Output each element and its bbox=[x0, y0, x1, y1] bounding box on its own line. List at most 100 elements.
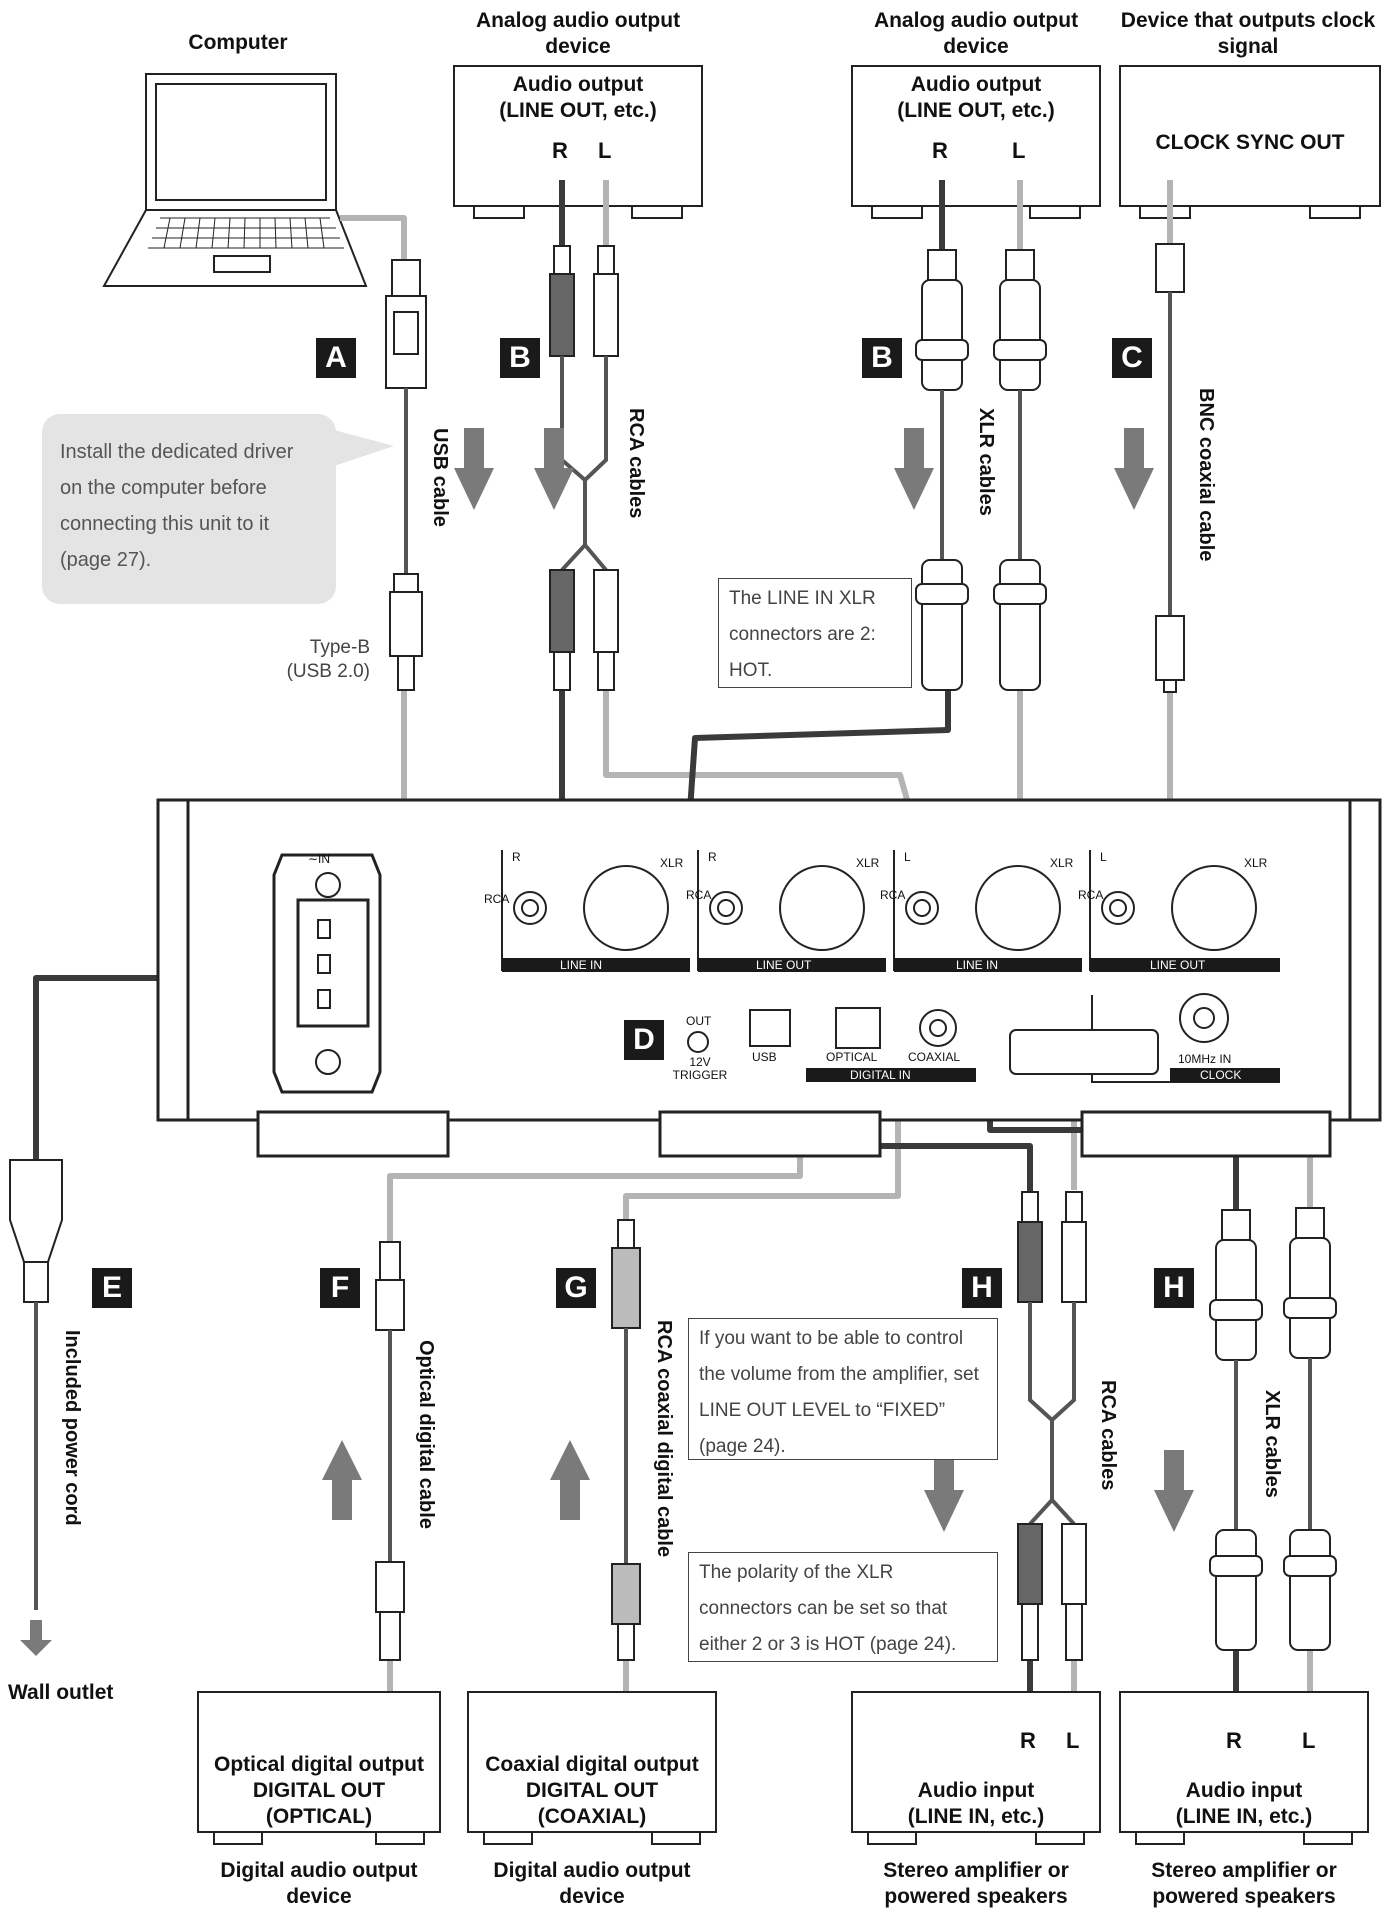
xlr-label: XLR bbox=[660, 856, 684, 870]
xlr-plug-pair-bottom-icon bbox=[1209, 1207, 1337, 1651]
badge-a: A bbox=[316, 338, 356, 378]
analog-output-device-title-2: Analog audio output device bbox=[873, 9, 1079, 58]
bnc-coaxial-cable-label: BNC coaxial cable bbox=[1195, 388, 1217, 562]
badge-h: H bbox=[962, 1268, 1002, 1308]
digital-in-label: DIGITAL IN bbox=[850, 1068, 911, 1082]
audio-input-label-1: Audio input (LINE IN, etc.) bbox=[907, 1779, 1045, 1828]
xlr-plug-pair-top-icon bbox=[915, 249, 1047, 691]
coaxial-output-device-box bbox=[467, 1691, 717, 1845]
channel-r-label: R bbox=[1020, 1728, 1036, 1753]
analog-output-device-title-1: Analog audio output device bbox=[475, 9, 681, 58]
usb-cable-label: USB cable bbox=[429, 428, 451, 527]
xlr-label: XLR bbox=[1050, 856, 1074, 870]
line-in-label: LINE IN bbox=[956, 958, 999, 972]
optical-plug-icon bbox=[375, 1241, 405, 1661]
channel-l-label: L bbox=[1012, 138, 1026, 163]
stereo-amplifier-box-1 bbox=[851, 1691, 1101, 1845]
digital-output-device-footer-2: Digital audio output device bbox=[493, 1859, 691, 1908]
computer-laptop bbox=[102, 73, 368, 287]
optical-cable-label: Optical digital cable bbox=[415, 1340, 437, 1529]
analog-output-device-1-box bbox=[453, 65, 703, 219]
digital-output-device-footer-1: Digital audio output device bbox=[220, 1859, 418, 1908]
badge-f: F bbox=[320, 1268, 360, 1308]
channel-l-label: L bbox=[1066, 1728, 1080, 1753]
clock-device-title: Device that outputs clock signal bbox=[1120, 9, 1376, 58]
rca-plug-pair-top-icon bbox=[549, 245, 619, 691]
arrow-down-icon bbox=[894, 428, 934, 510]
line-out-label: LINE OUT bbox=[1150, 958, 1206, 972]
computer-title: Computer bbox=[188, 31, 288, 54]
rca-plug-pair-bottom-icon bbox=[1017, 1191, 1087, 1661]
badge-c: C bbox=[1112, 338, 1152, 378]
rca-label: RCA bbox=[880, 888, 906, 902]
rca-cables-label-bottom: RCA cables bbox=[1097, 1380, 1119, 1491]
stereo-amplifier-footer-1: Stereo amplifier or powered speakers bbox=[883, 1859, 1069, 1908]
optical-output-device-box bbox=[197, 1691, 441, 1845]
rca-label: RCA bbox=[1078, 888, 1104, 902]
wall-outlet-label: Wall outlet bbox=[8, 1681, 114, 1704]
analog-output-device-2-box bbox=[851, 65, 1101, 219]
badge-b: B bbox=[500, 338, 540, 378]
clock-sync-out-label: CLOCK SYNC OUT bbox=[1155, 131, 1345, 154]
xlr-polarity-note: The polarity of the XLR connectors can b… bbox=[688, 1552, 998, 1662]
xlr-hot-note: The LINE IN XLR connectors are 2: HOT. bbox=[718, 578, 912, 688]
channel-l-label: L bbox=[598, 138, 612, 163]
stereo-amplifier-box-2 bbox=[1119, 1691, 1369, 1845]
iec-power-plug-icon bbox=[9, 1159, 63, 1610]
note-pointer bbox=[334, 430, 394, 466]
usb-a-plug-icon bbox=[385, 259, 427, 691]
channel-l-label: L bbox=[1302, 1728, 1316, 1753]
usb-type-label: Type-B (USB 2.0) bbox=[286, 637, 370, 682]
line-in-label: LINE IN bbox=[560, 958, 603, 972]
arrow-down-icon bbox=[1154, 1450, 1194, 1532]
power-cord-label: Included power cord bbox=[61, 1330, 83, 1526]
stereo-amplifier-footer-2: Stereo amplifier or powered speakers bbox=[1151, 1859, 1337, 1908]
rca-label: RCA bbox=[484, 892, 510, 906]
channel-l-marker: L bbox=[1100, 850, 1107, 864]
rca-coaxial-cable-label: RCA coaxial digital cable bbox=[653, 1320, 675, 1558]
audio-input-label-2: Audio input (LINE IN, etc.) bbox=[1175, 1779, 1313, 1828]
arrow-up-icon bbox=[550, 1440, 590, 1520]
driver-install-note: Install the dedicated driver on the comp… bbox=[42, 414, 336, 604]
coaxial-output-label: Coaxial digital output DIGITAL OUT (COAX… bbox=[485, 1753, 699, 1828]
coaxial-port-label: COAXIAL bbox=[908, 1050, 961, 1064]
arrow-down-icon bbox=[20, 1620, 52, 1656]
trigger-label: 12V TRIGGER bbox=[672, 1055, 728, 1082]
channel-l-marker: L bbox=[904, 850, 911, 864]
badge-h: H bbox=[1154, 1268, 1194, 1308]
arrow-down-icon bbox=[534, 428, 574, 510]
usb-port-label: USB bbox=[752, 1050, 777, 1064]
clock-in-label: 10MHz IN bbox=[1178, 1052, 1232, 1066]
optical-port-label: OPTICAL bbox=[826, 1050, 878, 1064]
channel-r-marker: R bbox=[512, 850, 521, 864]
arrow-down-icon bbox=[924, 1450, 964, 1532]
clock-device-box bbox=[1119, 65, 1381, 219]
channel-r-label: R bbox=[552, 138, 568, 163]
arrow-up-icon bbox=[322, 1440, 362, 1520]
xlr-cables-label-bottom: XLR cables bbox=[1261, 1390, 1283, 1498]
channel-r-label: R bbox=[1226, 1728, 1242, 1753]
rca-cables-label-top: RCA cables bbox=[625, 408, 647, 519]
rear-panel bbox=[156, 798, 1382, 1158]
badge-e: E bbox=[92, 1268, 132, 1308]
badge-d: D bbox=[624, 1020, 664, 1060]
xlr-label: XLR bbox=[1244, 856, 1268, 870]
trigger-out-label: OUT bbox=[686, 1014, 712, 1028]
xlr-cables-label-top: XLR cables bbox=[975, 408, 997, 516]
fixed-level-note: If you want to be able to control the vo… bbox=[688, 1318, 998, 1460]
channel-r-marker: R bbox=[708, 850, 717, 864]
ac-in-label: ∼IN bbox=[308, 852, 331, 866]
direction-arrows bbox=[20, 428, 1194, 1656]
audio-output-label-2: Audio output (LINE OUT, etc.) bbox=[897, 73, 1055, 122]
xlr-label: XLR bbox=[856, 856, 880, 870]
bnc-plug-icon bbox=[1155, 243, 1185, 693]
usb-cable-top bbox=[340, 215, 407, 268]
coaxial-plug-icon bbox=[611, 1219, 641, 1661]
channel-r-label: R bbox=[932, 138, 948, 163]
line-out-label: LINE OUT bbox=[756, 958, 812, 972]
audio-output-label-1: Audio output (LINE OUT, etc.) bbox=[499, 73, 657, 122]
badge-b: B bbox=[862, 338, 902, 378]
badge-g: G bbox=[556, 1268, 596, 1308]
arrow-down-icon bbox=[454, 428, 494, 510]
